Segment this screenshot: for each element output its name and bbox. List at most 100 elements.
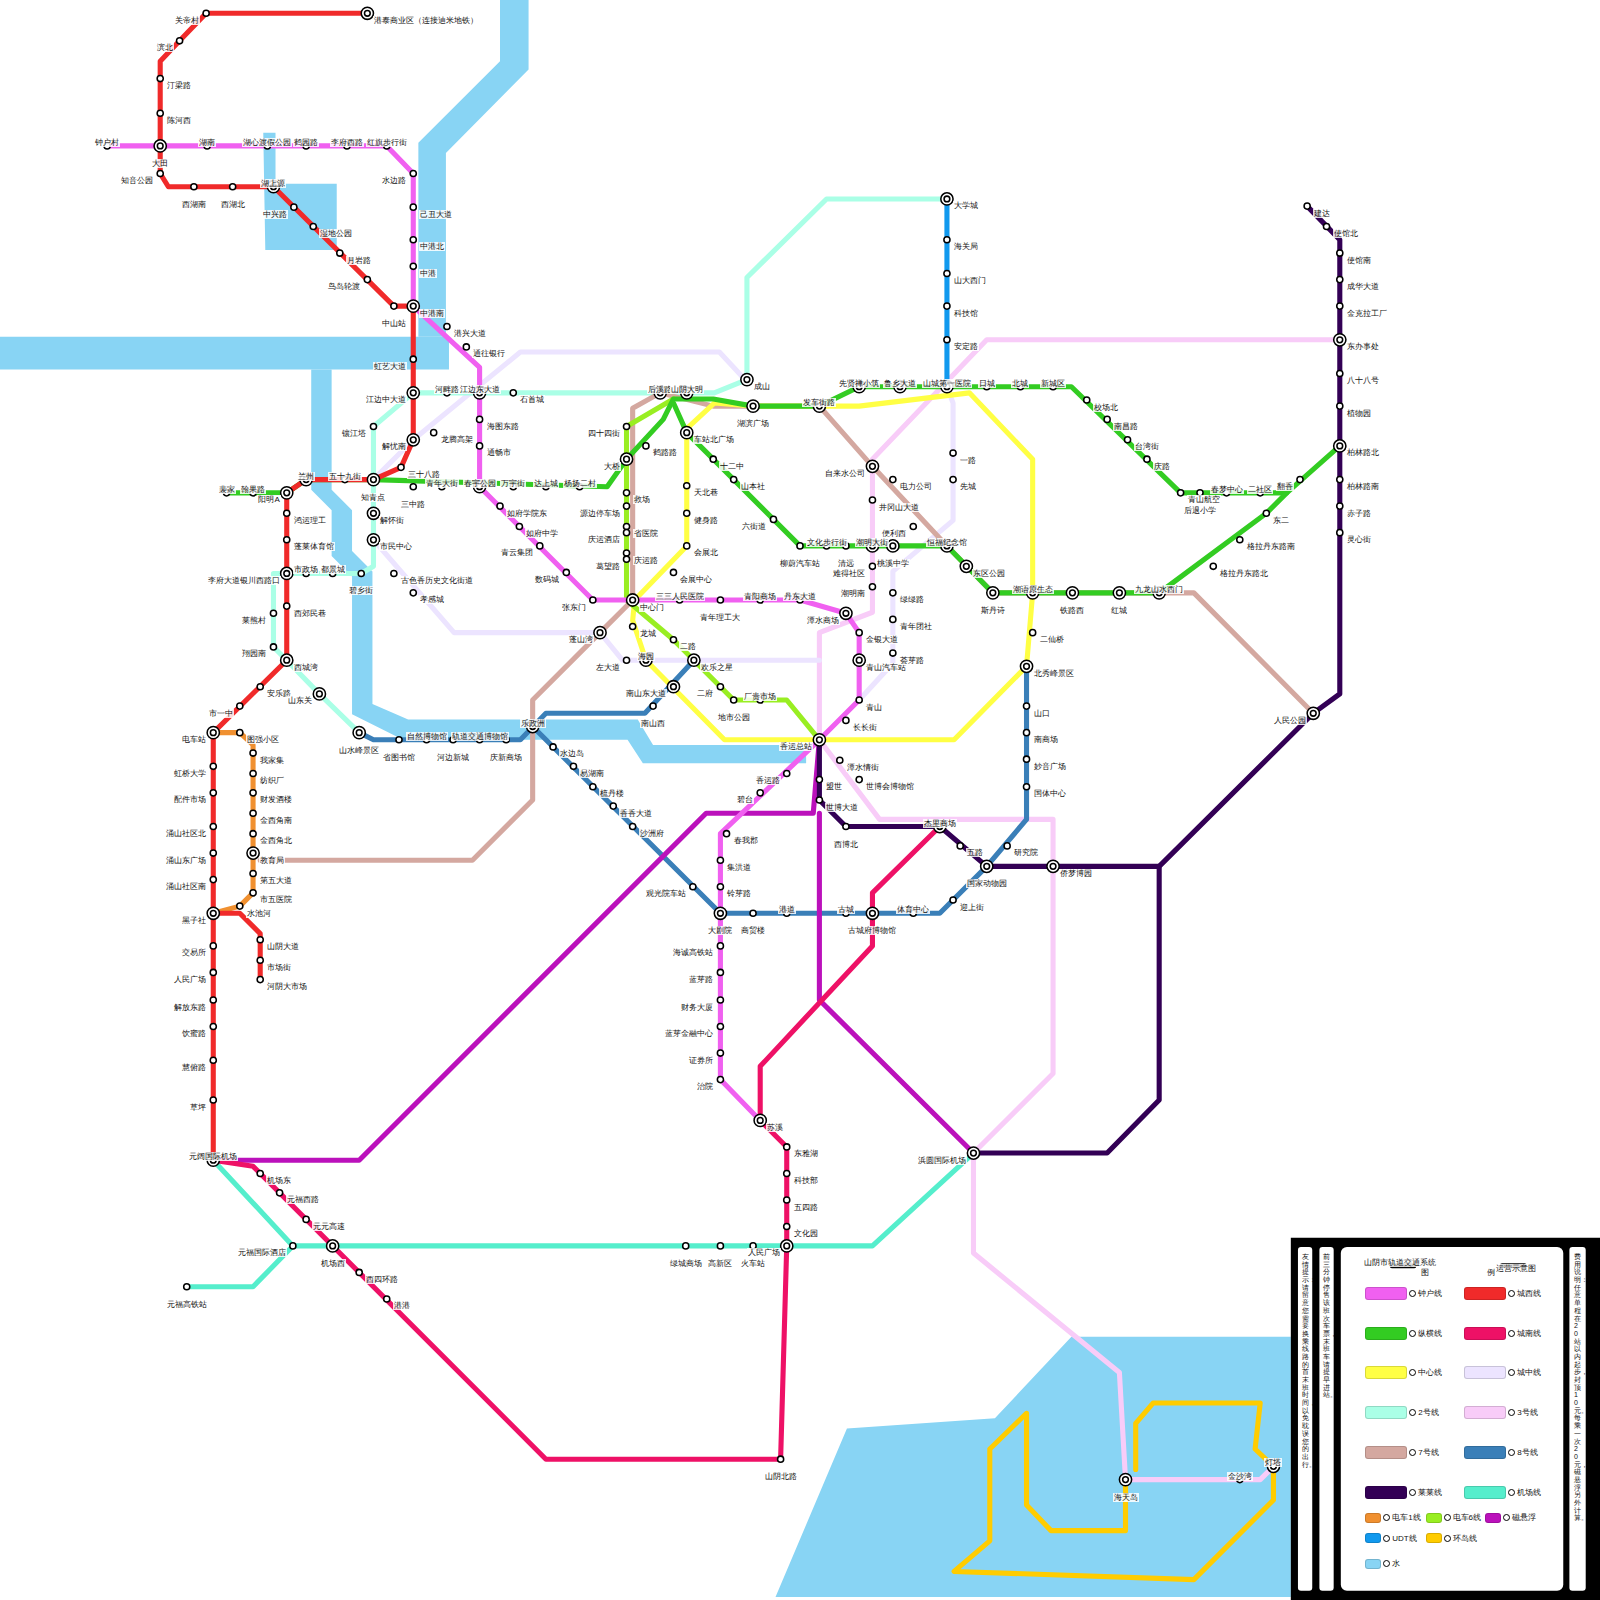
station-name: 解忧南 <box>381 442 407 451</box>
interchange-station <box>781 1240 793 1252</box>
legend-text: 城中线 <box>1517 1367 1541 1378</box>
legend-swatch <box>1464 1446 1506 1459</box>
interchange-station <box>367 507 379 519</box>
station-dot <box>950 897 956 903</box>
station-label-wrap: 涌山东广场 <box>165 849 207 867</box>
station-label-wrap: 教育局 <box>259 849 285 867</box>
station-label-wrap: 山大西门 <box>953 269 987 287</box>
station-label-wrap: 格拉丹东路北 <box>1219 562 1269 580</box>
station-label-wrap: 省医院 <box>633 522 659 540</box>
line-chengzhong <box>373 540 819 660</box>
interchange-core <box>856 657 862 663</box>
station-name: 机场西 <box>320 1259 346 1268</box>
interchange-station <box>967 1147 979 1159</box>
station-label-wrap: 港泰商业区（连接迪米地铁） <box>373 9 479 27</box>
station-dot <box>250 870 256 876</box>
interchange-station <box>367 534 379 546</box>
station-label-wrap: 车站北广场 <box>693 428 735 446</box>
station-dot <box>1297 477 1303 483</box>
station-label-wrap: 五十九街 <box>328 465 362 483</box>
station-label-wrap: 易湖南 <box>579 762 605 780</box>
station-dot <box>690 884 696 890</box>
station-name: 通畅市 <box>486 448 512 457</box>
station-dot <box>237 903 243 909</box>
station-label-wrap: 梳丹楼 <box>599 782 625 800</box>
station-label-wrap: 第五大道 <box>259 869 293 887</box>
station-label-wrap: 古色香历史文化街道 <box>400 569 474 587</box>
station-name: 古城府博物馆 <box>847 926 897 935</box>
interchange-core <box>984 863 990 869</box>
station-label-wrap: 自来水公司 <box>824 462 866 480</box>
station-dot <box>477 443 483 449</box>
station-name: 东区公园 <box>972 569 1006 578</box>
station-name: 涌山社区北 <box>165 829 207 838</box>
interchange-station <box>866 907 878 919</box>
station-name: 会展北 <box>693 548 719 557</box>
interchange-core <box>944 196 950 202</box>
station-label-wrap: 西郊民巷 <box>293 602 327 620</box>
interchange-core <box>410 303 416 309</box>
station-name: 市民中心 <box>379 542 413 551</box>
station-label-wrap: 八十八号 <box>1346 369 1380 387</box>
station-dot <box>950 450 956 456</box>
station-label-wrap: 潭水商场 <box>806 609 840 627</box>
station-name: 通往银行 <box>472 349 506 358</box>
station-label-wrap: 盟世 <box>825 775 843 793</box>
legend-dot <box>1508 1489 1515 1496</box>
map-title: 山阴市轨道交通系统 <box>1363 1258 1437 1267</box>
station-label-wrap: 如府中学 <box>525 522 559 540</box>
legend-panel <box>1291 1238 1600 1600</box>
interchange-core <box>597 630 603 636</box>
station-label-wrap: 财发酒楼 <box>259 788 293 806</box>
station-dot <box>291 204 297 210</box>
station-dot <box>364 277 370 283</box>
station-dot <box>384 1296 390 1302</box>
station-name: 青山 <box>865 703 883 712</box>
station-label-wrap: 妙音广场 <box>1033 755 1067 773</box>
station-label-wrap: 庆路 <box>1153 455 1171 473</box>
station-dot <box>890 590 896 596</box>
legend-swatch <box>1464 1327 1506 1340</box>
station-label-wrap: 西城湾 <box>293 656 319 674</box>
station-name: 春宇公园 <box>463 479 497 488</box>
station-name: 四十四街 <box>587 429 621 438</box>
legend-item: 钟户线 <box>1365 1287 1442 1300</box>
interchange-core <box>757 1118 763 1124</box>
station-dot <box>1004 843 1010 849</box>
station-name: 山大西门 <box>953 276 987 285</box>
station-name: 龙腾高架 <box>440 435 474 444</box>
station-label-wrap: 翰果路 <box>240 478 266 496</box>
station-dot <box>590 597 596 603</box>
station-name: 鹤路路 <box>652 448 678 457</box>
station-name: 井冈山大道 <box>878 503 920 512</box>
station-name: 大田 <box>151 159 169 168</box>
station-name: 东雅湖 <box>793 1149 819 1158</box>
station-name: 市五医院 <box>259 895 293 904</box>
station-label-wrap: 鸟岛轮渡 <box>327 275 361 293</box>
station-name: 长长街 <box>852 723 878 732</box>
station-name: 成山 <box>753 382 771 391</box>
legend-text: UDT线 <box>1392 1533 1416 1544</box>
station-label-wrap: 港道 <box>778 898 796 916</box>
station-name: 山阴大明 <box>670 385 704 394</box>
station-label-wrap: 南山东大道 <box>625 682 667 700</box>
station-label-wrap: 中兴路 <box>262 203 288 221</box>
line-8 <box>359 660 694 740</box>
station-name: 湖滨广场 <box>736 419 770 428</box>
interchange-core <box>1024 663 1030 669</box>
station-name: 元元高速 <box>312 1222 346 1231</box>
line-8 <box>533 666 1027 913</box>
station-label-wrap: 港港 <box>393 1294 411 1312</box>
station-label-wrap: 兰州 <box>297 465 315 483</box>
interchange-core <box>371 510 377 516</box>
interchange-station <box>407 434 419 446</box>
station-label-wrap: 浜圆国际机场 <box>917 1149 967 1167</box>
station-dot <box>623 657 629 663</box>
station-name: 盟世 <box>825 782 843 791</box>
station-name: 龙城 <box>639 629 657 638</box>
station-name: 人民公园 <box>1273 716 1307 725</box>
station-label-wrap: 二仙桥 <box>1039 628 1065 646</box>
station-dot <box>784 770 790 776</box>
station-name: 欢乐之星 <box>700 663 734 672</box>
interchange-station <box>207 727 219 739</box>
